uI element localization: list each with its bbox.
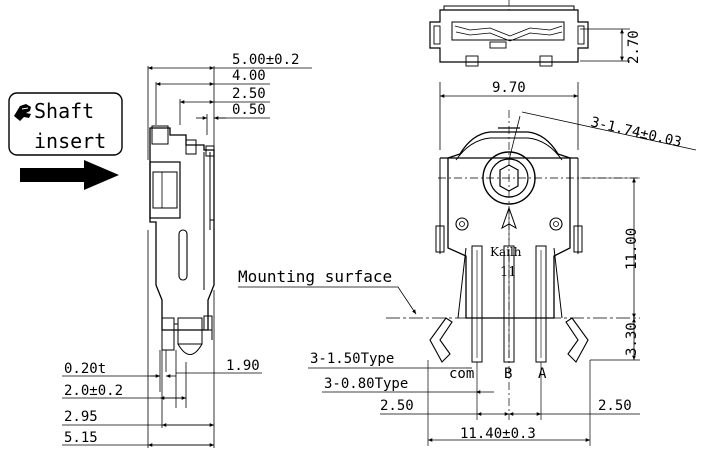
brand-logo-text: Kailh bbox=[490, 245, 522, 259]
dim-020t: 0.20t bbox=[64, 361, 106, 377]
top-view bbox=[429, 0, 630, 67]
dim-400: 4.00 bbox=[232, 68, 266, 84]
shaft-insert-callout: Shaft insert bbox=[8, 92, 123, 156]
type-080-label: 3-0.80Type bbox=[324, 376, 408, 392]
pin-a-label: A bbox=[538, 366, 547, 382]
insert-arrow bbox=[20, 160, 119, 190]
callout-line1: Shaft bbox=[34, 99, 94, 123]
pin-b-label: B bbox=[504, 366, 512, 382]
dim-515: 5.15 bbox=[64, 430, 98, 446]
dim-330: 3.30 bbox=[624, 322, 640, 356]
dim-20: 2.0±0.2 bbox=[64, 383, 123, 399]
side-view bbox=[62, 66, 312, 448]
type-150-label: 3-1.50Type bbox=[310, 351, 394, 367]
dim-250-right: 2.50 bbox=[598, 398, 632, 414]
pointing-hand-icon bbox=[14, 104, 31, 121]
pin-com-label: com bbox=[449, 366, 474, 382]
dim-250: 2.50 bbox=[232, 86, 266, 102]
dim-190: 1.90 bbox=[226, 358, 260, 374]
dim-250-left: 2.50 bbox=[380, 398, 414, 414]
dim-295: 2.95 bbox=[64, 409, 98, 425]
model-number: 11 bbox=[500, 265, 517, 280]
front-view-labels: 9.70 3-1.74±0.03 11.00 3.30 Mounting sur… bbox=[238, 80, 683, 442]
dim-1100: 11.00 bbox=[624, 228, 640, 270]
dim-500: 5.00±0.2 bbox=[232, 52, 299, 68]
dim-holes: 3-1.74±0.03 bbox=[589, 114, 683, 150]
dim-270: 2.70 bbox=[626, 30, 642, 64]
mounting-surface-label: Mounting surface bbox=[238, 267, 392, 286]
dim-970: 9.70 bbox=[492, 80, 526, 96]
front-view bbox=[238, 82, 697, 446]
dim-1140: 11.40±0.3 bbox=[460, 426, 536, 442]
dim-050: 0.50 bbox=[232, 102, 266, 118]
side-view-labels: 5.00±0.2 4.00 2.50 0.50 1.90 0.20t 2.0±0… bbox=[64, 52, 299, 446]
callout-line2: insert bbox=[34, 129, 106, 153]
